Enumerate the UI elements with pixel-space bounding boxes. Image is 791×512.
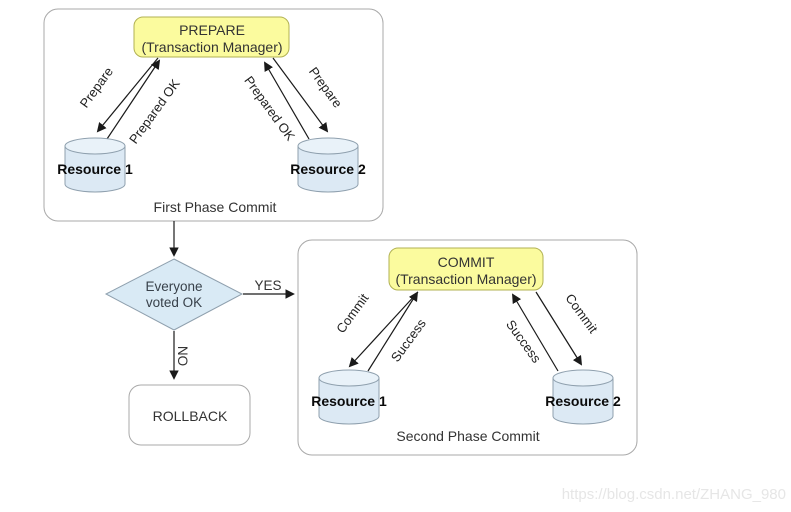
second-phase-container (297, 239, 638, 456)
yes-label: YES (254, 278, 281, 293)
second-phase-title: Second Phase Commit (396, 428, 539, 444)
arrow-commit-right (535, 291, 583, 366)
commit-manager-title: COMMIT (438, 254, 495, 270)
arrow-success-left (367, 291, 419, 372)
arrow-prepare-left (96, 57, 159, 133)
rollback-group: ROLLBACK (128, 384, 251, 446)
prepare-manager-title: PREPARE (179, 22, 245, 38)
phase1-resource1-label: Resource 1 (57, 161, 133, 177)
phase2-resource1-cylinder: Resource 1 (311, 369, 387, 425)
cylinder-body (552, 377, 614, 425)
phase1-resource2-label: Resource 2 (290, 161, 366, 177)
phase2-resource2-label: Resource 2 (545, 393, 621, 409)
cylinder-body (318, 377, 380, 425)
first-phase-title: First Phase Commit (154, 199, 277, 215)
cylinder-body (297, 145, 359, 193)
cylinder-top (552, 369, 614, 387)
rollback-label: ROLLBACK (153, 408, 228, 424)
phase1-resource1-cylinder: Resource 1 (57, 137, 133, 193)
arrow-success-right (512, 293, 559, 372)
phase1-resource2-cylinder: Resource 2 (290, 137, 366, 193)
first-phase-group: PREPARE (Transaction Manager) Prepare Pr… (43, 8, 384, 222)
cylinder-body (64, 145, 126, 193)
rollback-box (128, 384, 251, 446)
cylinder-top (297, 137, 359, 155)
arrow-prepared-ok-left (106, 59, 161, 140)
commit-manager-box (388, 247, 544, 291)
decision-line2: voted OK (146, 295, 202, 310)
phase2-resource1-label: Resource 1 (311, 393, 387, 409)
arrow-prepared-ok-right (264, 61, 310, 140)
prepare-manager-subtitle: (Transaction Manager) (141, 39, 282, 55)
decision-line1: Everyone (145, 279, 202, 294)
arrow-commit-left (348, 291, 419, 368)
phase2-resource2-cylinder: Resource 2 (545, 369, 621, 425)
commit-manager-subtitle: (Transaction Manager) (395, 271, 536, 287)
prepare-manager-box (133, 16, 290, 58)
arrow-prepare-right (272, 57, 329, 133)
cylinder-top (318, 369, 380, 387)
decision-group: Everyone voted OK YES NO (104, 258, 295, 380)
no-label: NO (175, 346, 190, 366)
second-phase-group: COMMIT (Transaction Manager) Commit Succ… (297, 239, 638, 456)
cylinder-top (64, 137, 126, 155)
decision-diamond (104, 258, 244, 331)
watermark: https://blog.csdn.net/ZHANG_980 (562, 486, 786, 503)
